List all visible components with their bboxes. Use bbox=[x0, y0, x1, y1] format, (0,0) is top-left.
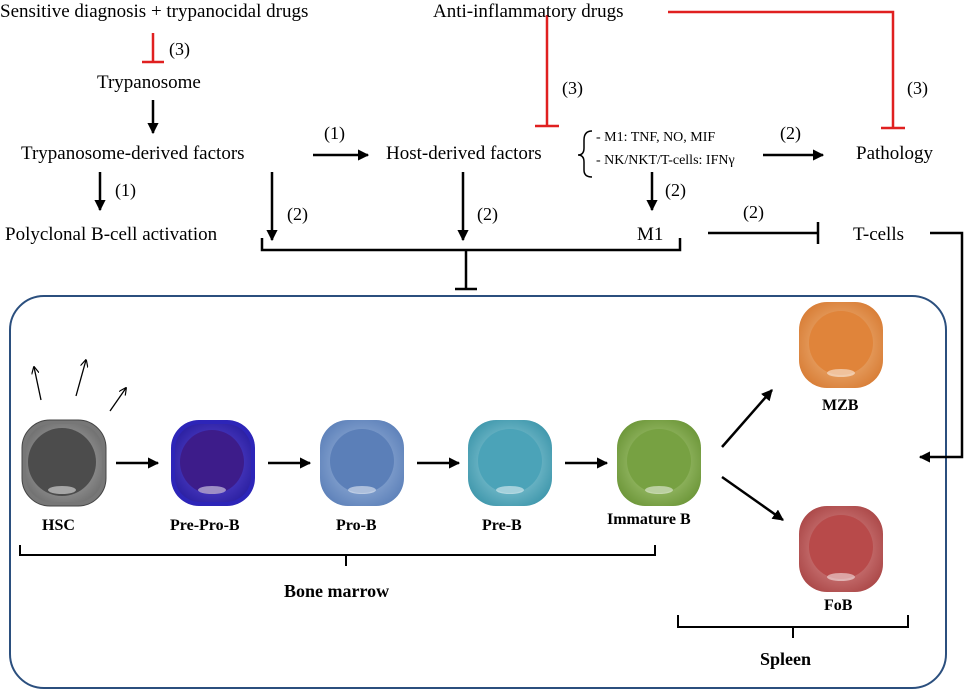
compartment-box bbox=[9, 295, 947, 689]
cell-label-pre-b: Pre-B bbox=[482, 517, 522, 534]
label-host-detail-m1: - M1: TNF, NO, MIF bbox=[596, 130, 716, 145]
region-label-bone-marrow: Bone marrow bbox=[284, 581, 390, 601]
arrow-tcells-spleen bbox=[918, 231, 964, 463]
cell-mzb bbox=[799, 302, 883, 388]
label-polyclonal: Polyclonal B-cell activation bbox=[5, 224, 218, 245]
arrow-imm-mzb bbox=[721, 389, 773, 448]
label-host-detail-nk: - NK/NKT/T-cells: IFNγ bbox=[596, 153, 735, 168]
cell-pre-pro-b bbox=[171, 420, 255, 506]
black-arrows bbox=[94, 100, 964, 522]
cell-immature-b bbox=[617, 420, 701, 506]
cell-label-immature-b: Immature B bbox=[607, 511, 691, 528]
cell-label-pro-b: Pro-B bbox=[336, 517, 377, 534]
bottom-braces bbox=[19, 545, 909, 638]
cell-pro-b bbox=[320, 420, 404, 506]
spleen-brace bbox=[677, 615, 909, 628]
host-detail-brace bbox=[577, 130, 593, 178]
edge-label-host-path: (2) bbox=[780, 123, 801, 143]
label-t-cells: T-cells bbox=[853, 224, 905, 245]
cell-pre-b bbox=[468, 420, 552, 506]
label-sensitive-diagnosis: Sensitive diagnosis + trypanocidal drugs bbox=[0, 1, 309, 22]
arrow-imm-fob bbox=[721, 475, 784, 522]
inhibit-antiinf-pathology bbox=[668, 10, 895, 128]
edge-label-tryp-bm: (2) bbox=[287, 204, 308, 224]
convergence-bracket bbox=[260, 238, 682, 291]
cell-label-fob: FoB bbox=[824, 597, 853, 614]
cell-label-mzb: MZB bbox=[822, 397, 859, 414]
edge-label-m1-tcells: (2) bbox=[743, 202, 764, 222]
cell-label-pre-pro-b: Pre-Pro-B bbox=[170, 517, 240, 534]
edge-label-host-bm: (2) bbox=[477, 204, 498, 224]
edge-label-antiinf-path: (3) bbox=[907, 78, 928, 98]
bone-marrow-brace bbox=[19, 545, 656, 556]
self-renewal-arrows bbox=[34, 360, 126, 412]
edge-label-tryp-poly: (1) bbox=[115, 180, 136, 200]
label-trypanosome: Trypanosome bbox=[97, 72, 201, 93]
edge-label-tryp-host: (1) bbox=[324, 123, 345, 143]
cell-hsc bbox=[21, 419, 107, 507]
edge-label-host-m1: (2) bbox=[665, 180, 686, 200]
label-host-factors: Host-derived factors bbox=[386, 143, 542, 164]
edge-label-antiinf-host: (3) bbox=[562, 78, 583, 98]
label-pathology: Pathology bbox=[856, 143, 934, 164]
cell-fob bbox=[799, 506, 883, 592]
cell-label-hsc: HSC bbox=[42, 517, 75, 534]
region-label-spleen: Spleen bbox=[760, 649, 812, 669]
label-anti-inflammatory: Anti-inflammatory drugs bbox=[433, 1, 624, 22]
label-m1: M1 bbox=[637, 224, 664, 245]
label-trypanosome-factors: Trypanosome-derived factors bbox=[21, 143, 245, 164]
edge-label-diag: (3) bbox=[169, 39, 190, 59]
red-inhibitions bbox=[142, 10, 905, 130]
